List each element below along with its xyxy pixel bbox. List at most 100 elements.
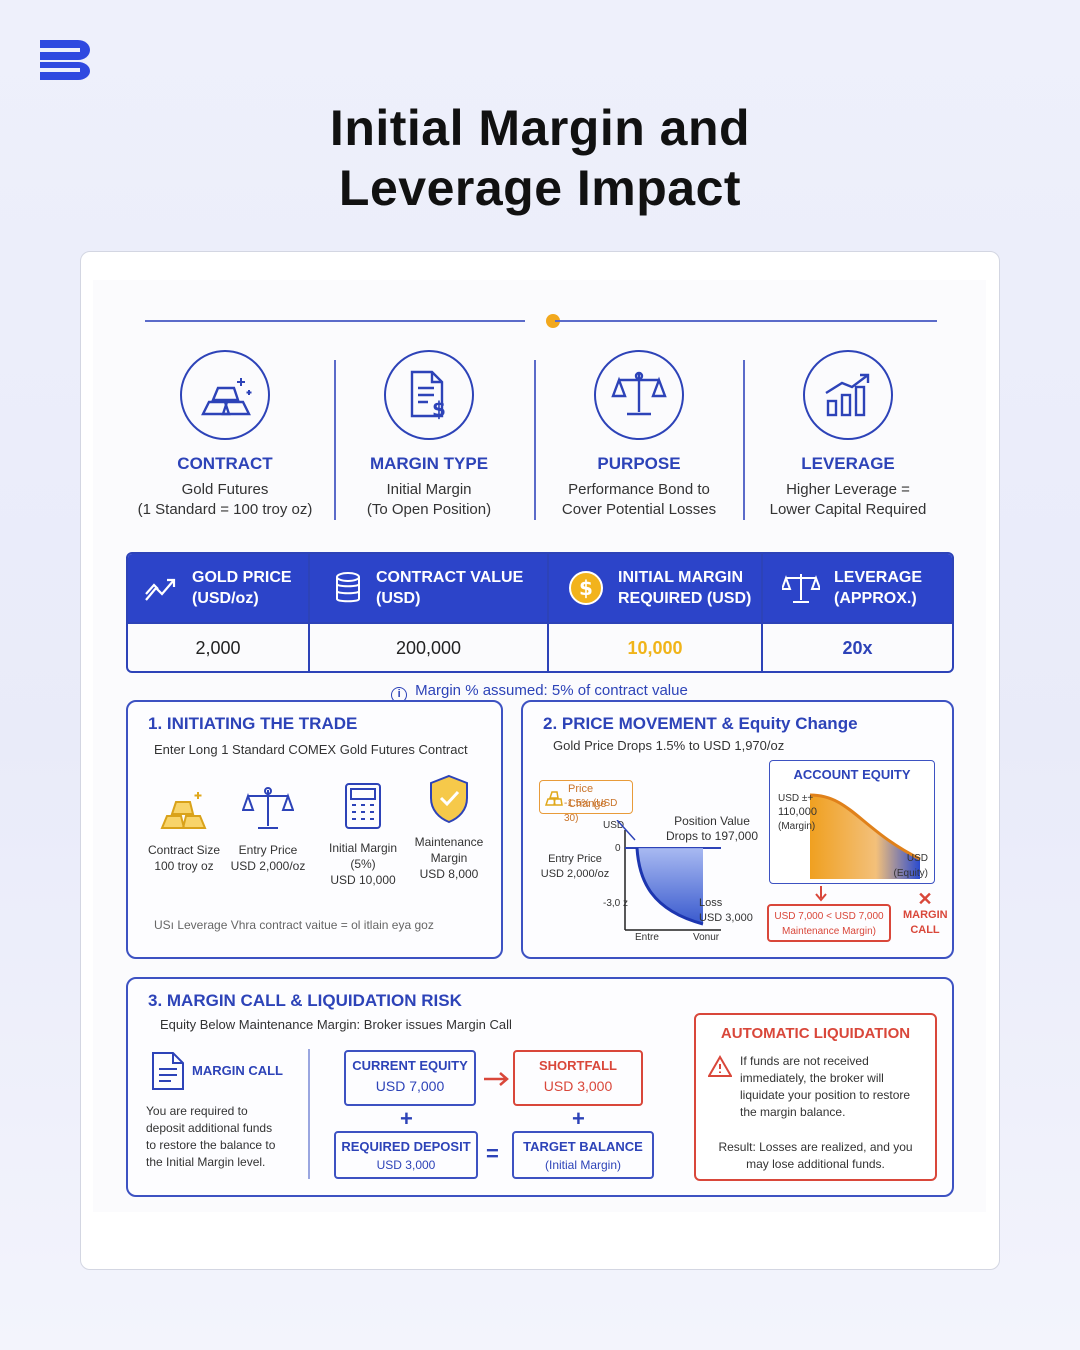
section-title: 1. INITIATING THE TRADE <box>148 714 358 733</box>
svg-text:$: $ <box>432 397 446 421</box>
close-icon: ✕ <box>917 889 933 909</box>
top-divider-left <box>145 320 525 322</box>
section-title: 3. MARGIN CALL & LIQUIDATION RISK <box>148 991 462 1010</box>
trend-up-icon <box>144 574 178 602</box>
scales-icon <box>594 350 684 440</box>
section-margin-call: 3. MARGIN CALL & LIQUIDATION RISK Equity… <box>126 977 954 1197</box>
feature-leverage: LEVERAGE Higher Leverage =Lower Capital … <box>748 350 948 520</box>
feature-contract: CONTRACT Gold Futures(1 Standard = 100 t… <box>125 350 325 520</box>
infographic-body: CONTRACT Gold Futures(1 Standard = 100 t… <box>93 280 986 1212</box>
dollar-coin-icon: $ <box>568 570 604 606</box>
tick-zero: 0 <box>615 843 621 854</box>
equity-start-note: (Margin) <box>778 821 816 832</box>
section-title: 2. PRICE MOVEMENT & Equity Change <box>543 714 858 733</box>
price-drop-chart <box>616 820 721 931</box>
plus-sign: + <box>572 1106 585 1131</box>
table-header-cell: CONTRACT VALUE(USD) <box>334 554 564 622</box>
leverage-value: 20x <box>842 638 873 658</box>
account-equity-title: ACCOUNT EQUITY <box>793 767 911 782</box>
table-header-cell: GOLD PRICE(USD/oz) <box>144 554 304 622</box>
arrow-down-icon <box>815 886 827 902</box>
top-divider-dot <box>546 314 560 328</box>
margin-call-title: MARGIN CALL <box>192 1063 283 1078</box>
section-initiating-trade: 1. INITIATING THE TRADE Enter Long 1 Sta… <box>126 700 503 959</box>
initial-margin-value: 10,000 <box>627 638 683 658</box>
usd-label: USD <box>603 820 625 831</box>
page-title: Initial Margin and Leverage Impact <box>329 100 751 216</box>
calculator-icon <box>313 780 413 830</box>
section-price-movement: 2. PRICE MOVEMENT & Equity Change Gold P… <box>521 700 954 959</box>
liquidation-title: AUTOMATIC LIQUIDATION <box>720 1025 911 1042</box>
document-icon <box>152 1052 184 1090</box>
feature-desc: Initial Margin(To Open Position) <box>366 481 492 518</box>
price-change-label: Price Change <box>568 783 607 810</box>
top-divider-right <box>555 320 937 322</box>
shortfall-box: SHORTFALL USD 3,000 <box>513 1050 643 1106</box>
infographic-card: CONTRACT Gold Futures(1 Standard = 100 t… <box>80 251 1000 1270</box>
divider <box>308 1049 310 1179</box>
gold-price-value: 2,000 <box>195 638 241 658</box>
equity-end-label: USD(Equity) <box>893 853 928 879</box>
equity-start-value: 110,000 <box>778 806 817 818</box>
margin-table: GOLD PRICE(USD/oz) CONTRACT VALUE(USD) $… <box>126 552 954 673</box>
feature-title: MARGIN TYPE <box>369 454 489 473</box>
price-change-value: -1.5% (USD 30) <box>564 798 618 824</box>
scales-icon <box>782 572 820 604</box>
warning-icon <box>708 1055 732 1077</box>
automatic-liquidation-box: AUTOMATIC LIQUIDATION If funds are not r… <box>694 1013 937 1181</box>
svg-text:$: $ <box>579 576 593 600</box>
section-subtitle: Gold Price Drops 1.5% to USD 1,970/oz <box>553 738 785 753</box>
x-label-entre: Entre <box>635 932 659 943</box>
document-dollar-icon: $ <box>384 350 474 440</box>
feature-divider <box>334 360 336 520</box>
table-divider <box>308 554 310 671</box>
equity-decline-chart <box>810 793 921 879</box>
table-divider <box>547 554 549 671</box>
gold-bars-icon <box>544 791 563 806</box>
scales-icon <box>218 782 318 832</box>
section-subtitle: Equity Below Maintenance Margin: Broker … <box>160 1017 512 1032</box>
feature-title: CONTRACT <box>177 454 273 473</box>
section-footer: USı Leverage Vhra contract vaitue = ol i… <box>154 918 434 932</box>
price-change-box: Price Change -1.5% (USD 30) <box>539 780 633 824</box>
brand-logo <box>40 40 90 80</box>
tick-minus: -3,0 z <box>603 898 629 909</box>
initial-margin-item: Initial Margin(5%)USD 10,000 <box>313 780 413 888</box>
feature-desc: Gold Futures(1 Standard = 100 troy oz) <box>137 481 313 518</box>
gold-bars-icon <box>180 350 270 440</box>
table-header-cell: LEVERAGE(APPROX.) <box>782 554 952 622</box>
feature-title: PURPOSE <box>597 454 681 473</box>
feature-margin-type: $ MARGIN TYPE Initial Margin(To Open Pos… <box>329 350 529 520</box>
shield-icon <box>399 774 499 824</box>
feature-title: LEVERAGE <box>801 454 895 473</box>
bar-chart-icon <box>803 350 893 440</box>
table-row-divider <box>128 622 952 624</box>
gold-bars-icon <box>134 782 234 832</box>
equity-usd-label: USD ±+ <box>778 793 814 804</box>
table-divider <box>761 554 763 671</box>
feature-divider <box>534 360 536 520</box>
required-deposit-box: REQUIRED DEPOSIT USD 3,000 <box>334 1131 478 1179</box>
contract-value-value: 200,000 <box>395 638 462 658</box>
target-balance-box: TARGET BALANCE (Initial Margin) <box>512 1131 654 1179</box>
current-equity-box: CURRENT EQUITY USD 7,000 <box>344 1050 476 1106</box>
x-label-vorur: Vonur <box>693 932 720 943</box>
account-equity-box: ACCOUNT EQUITY USD ±+ 110,000 (Margin) U… <box>769 760 935 884</box>
plus-sign: + <box>400 1106 413 1131</box>
arrow-right-icon <box>484 1072 509 1086</box>
coins-icon <box>334 571 362 605</box>
feature-divider <box>743 360 745 520</box>
